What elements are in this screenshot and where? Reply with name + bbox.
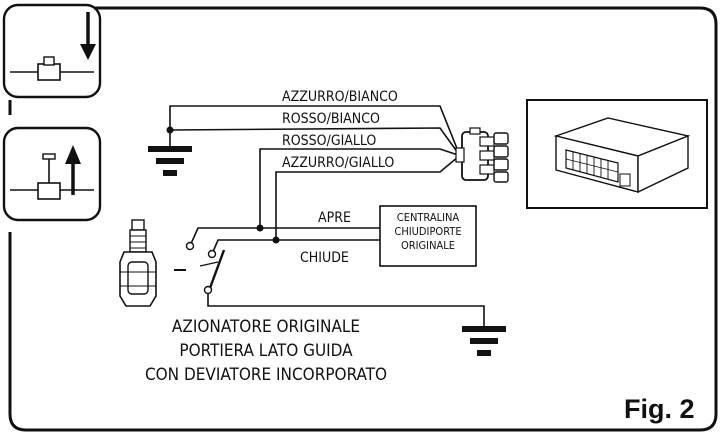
apre-line [189,227,380,247]
wire-label-azzurro-bianco: AZZURRO/BIANCO [282,89,398,105]
ground-symbol-icon [148,130,192,176]
wire-label-azzurro-giallo: AZZURRO/GIALLO [282,155,394,171]
ground-symbol-icon [462,326,506,356]
actuator-caption-line2: PORTIERA LATO GUIDA [179,341,353,361]
lock-pin-down-arrow-icon [2,3,102,99]
chiude-label: CHIUDE [300,250,349,266]
wire-connector [455,127,509,183]
ground-line [207,294,485,326]
chiude-line [211,239,380,255]
control-module-icon [526,99,708,209]
outer-frame [8,6,718,432]
control-unit-line1: CENTRALINA [397,211,460,224]
apre-label: APRE [318,210,351,226]
door-actuator-icon [119,219,157,307]
actuator-caption-line3: CON DEVIATORE INCORPORATO [145,365,387,385]
actuator-caption-line1: AZIONATORE ORIGINALE [172,317,360,337]
wire-label-rosso-bianco: ROSSO/BIANCO [282,111,380,127]
control-unit-box [379,205,477,267]
switch-contacts [174,241,226,295]
control-unit-line2: CHIUDIPORTE [394,225,461,238]
wire-label-rosso-giallo: ROSSO/GIALLO [282,133,376,149]
wire-harness [169,105,459,240]
figure-label: Fig. 2 [624,394,695,424]
control-unit-line3: ORIGINALE [401,239,455,252]
lock-pin-up-arrow-icon [2,126,102,222]
